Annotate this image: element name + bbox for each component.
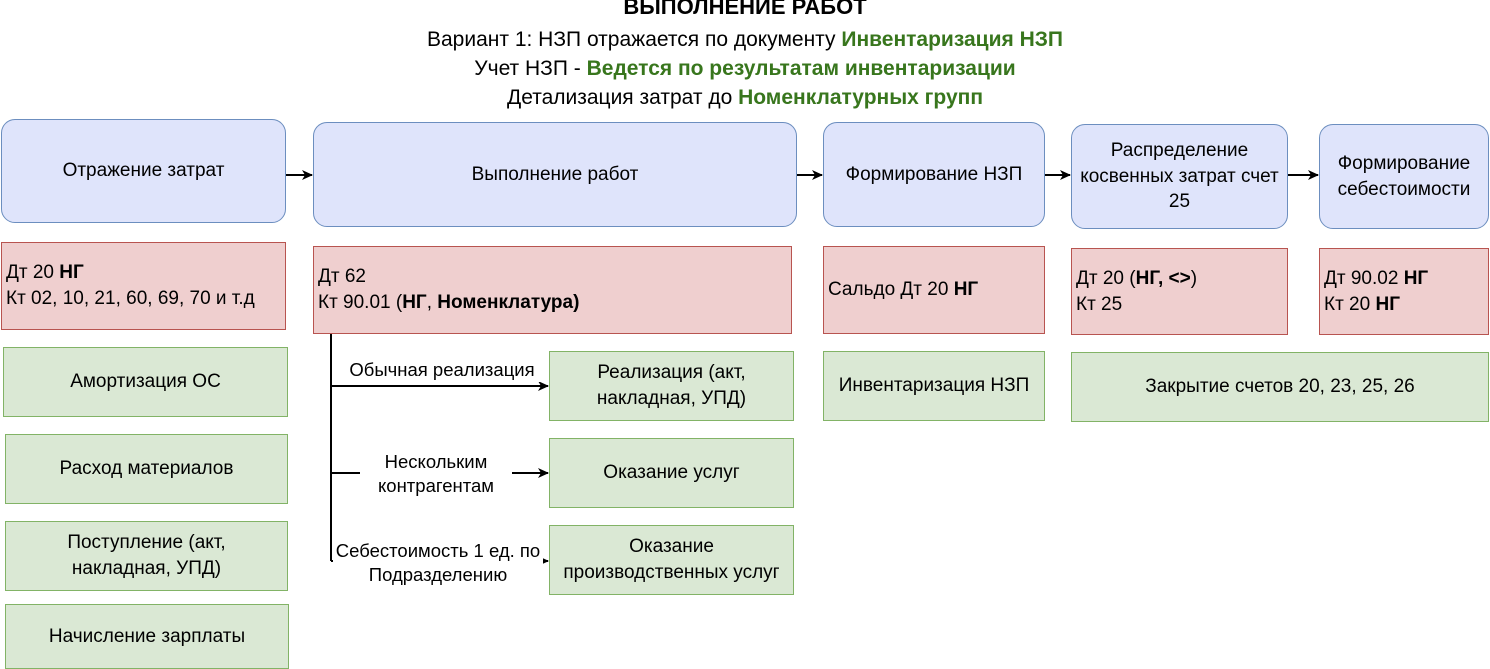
entry-credit-bold: НГ xyxy=(402,292,427,313)
entry-balance: Сальдо Дт 20 НГ xyxy=(828,277,1044,303)
entry-balance-text: Сальдо Дт 20 xyxy=(828,279,954,301)
entry-debit-text: Дт 90.02 xyxy=(1324,267,1404,289)
entry-wip: Сальдо Дт 20 НГ xyxy=(823,246,1045,334)
stage-cost-price: Формирование себестоимости xyxy=(1319,124,1489,229)
entry-debit-bold: НГ xyxy=(1403,267,1429,289)
edge-label-several-counterparties: Нескольким контрагентам xyxy=(360,450,512,499)
entry-credit: Кт 25 xyxy=(1076,293,1123,315)
doc-label: Расход материалов xyxy=(59,458,234,480)
wip-accounting-value: Ведется по результатам инвентаризации xyxy=(586,57,1016,80)
entry-credit: Кт 20 НГ xyxy=(1324,292,1488,318)
doc-receipt: Поступление (акт, накладная, УПД) xyxy=(5,521,288,591)
entry-costs: Дт 20 НГ Кт 02, 10, 21, 60, 69, 70 и т.д xyxy=(1,242,286,330)
variant-line: Вариант 1: НЗП отражается по документу И… xyxy=(0,28,1490,52)
doc-services: Оказание услуг xyxy=(549,438,794,508)
doc-label: Оказание производственных услуг xyxy=(563,536,780,583)
entry-debit-bold: НГ, <> xyxy=(1135,267,1191,289)
doc-label: Инвентаризация НЗП xyxy=(838,375,1030,397)
entry-credit-sep: , xyxy=(426,292,438,313)
doc-account-closing: Закрытие счетов 20, 23, 25, 26 xyxy=(1071,352,1489,422)
cost-detail-label: Детализация затрат до xyxy=(506,86,739,109)
stage-works: Выполнение работ xyxy=(313,122,797,227)
entry-credit: Кт 90.01 (НГ, Номенклатура) xyxy=(318,290,791,316)
stage-indirect-costs: Распределение косвенных затрат счет 25 xyxy=(1071,124,1288,229)
doc-sale: Реализация (акт, накладная, УПД) xyxy=(549,351,794,421)
entry-credit-bold: Номенклатура) xyxy=(437,292,580,313)
page-title: ВЫПОЛНЕНИЕ РАБОТ xyxy=(623,0,867,19)
doc-label: Поступление (акт, накладная, УПД) xyxy=(67,532,226,579)
entry-credit: Кт 02, 10, 21, 60, 69, 70 и т.д xyxy=(6,288,255,309)
entry-debit: Дт 90.02 НГ xyxy=(1324,266,1488,292)
doc-label: Начисление зарплаты xyxy=(48,625,246,647)
entry-debit-bold: НГ xyxy=(59,262,84,284)
entry-cost-price: Дт 90.02 НГ Кт 20 НГ xyxy=(1319,248,1489,335)
cost-detail-value: Номенклатурных групп xyxy=(738,86,984,109)
doc-materials: Расход материалов xyxy=(5,434,288,504)
edge-label-regular-sale: Обычная реализация xyxy=(336,358,548,383)
entry-debit-text: Дт 20 ( xyxy=(1076,267,1136,289)
stage-label: Формирование себестоимости xyxy=(1337,152,1471,200)
entry-works: Дт 62 Кт 90.01 (НГ, Номенклатура) xyxy=(313,246,792,334)
entry-indirect: Дт 20 (НГ, <>) Кт 25 xyxy=(1071,248,1288,335)
doc-label: Реализация (акт, накладная, УПД) xyxy=(596,362,747,409)
entry-debit: Дт 20 (НГ, <>) xyxy=(1076,266,1287,292)
stage-label: Формирование НЗП xyxy=(845,163,1023,185)
entry-debit-text: Дт 20 xyxy=(6,262,60,284)
doc-depreciation: Амортизация ОС xyxy=(3,347,288,417)
entry-credit-bold: НГ xyxy=(1375,293,1400,315)
doc-wip-inventory: Инвентаризация НЗП xyxy=(823,351,1045,421)
wip-accounting-line: Учет НЗП - Ведется по результатам инвент… xyxy=(0,57,1490,81)
entry-credit-text: Кт 20 xyxy=(1324,293,1376,315)
entry-balance-bold: НГ xyxy=(953,279,979,301)
stage-wip: Формирование НЗП xyxy=(823,122,1045,227)
entry-debit-suffix: ) xyxy=(1190,267,1198,289)
doc-label: Закрытие счетов 20, 23, 25, 26 xyxy=(1145,376,1415,398)
variant-value: Инвентаризация НЗП xyxy=(841,28,1063,51)
variant-label: Вариант 1: НЗП отражается по документу xyxy=(427,28,842,51)
stage-cost-reflection: Отражение затрат xyxy=(1,119,286,223)
doc-label: Амортизация ОС xyxy=(70,371,221,393)
entry-credit-text: Кт 90.01 ( xyxy=(318,292,403,313)
entry-debit: Дт 20 НГ xyxy=(6,260,285,286)
doc-production-services: Оказание производственных услуг xyxy=(549,525,794,595)
doc-payroll: Начисление зарплаты xyxy=(5,604,289,669)
stage-label: Выполнение работ xyxy=(471,163,639,185)
doc-label: Оказание услуг xyxy=(603,462,740,484)
edge-label-unit-cost: Себестоимость 1 ед. по Подразделению xyxy=(333,539,543,588)
entry-debit: Дт 62 xyxy=(318,266,366,288)
cost-detail-line: Детализация затрат до Номенклатурных гру… xyxy=(0,86,1490,110)
wip-accounting-label: Учет НЗП - xyxy=(474,57,587,80)
stage-label: Распределение косвенных затрат счет 25 xyxy=(1080,140,1279,213)
stage-label: Отражение затрат xyxy=(62,160,225,182)
